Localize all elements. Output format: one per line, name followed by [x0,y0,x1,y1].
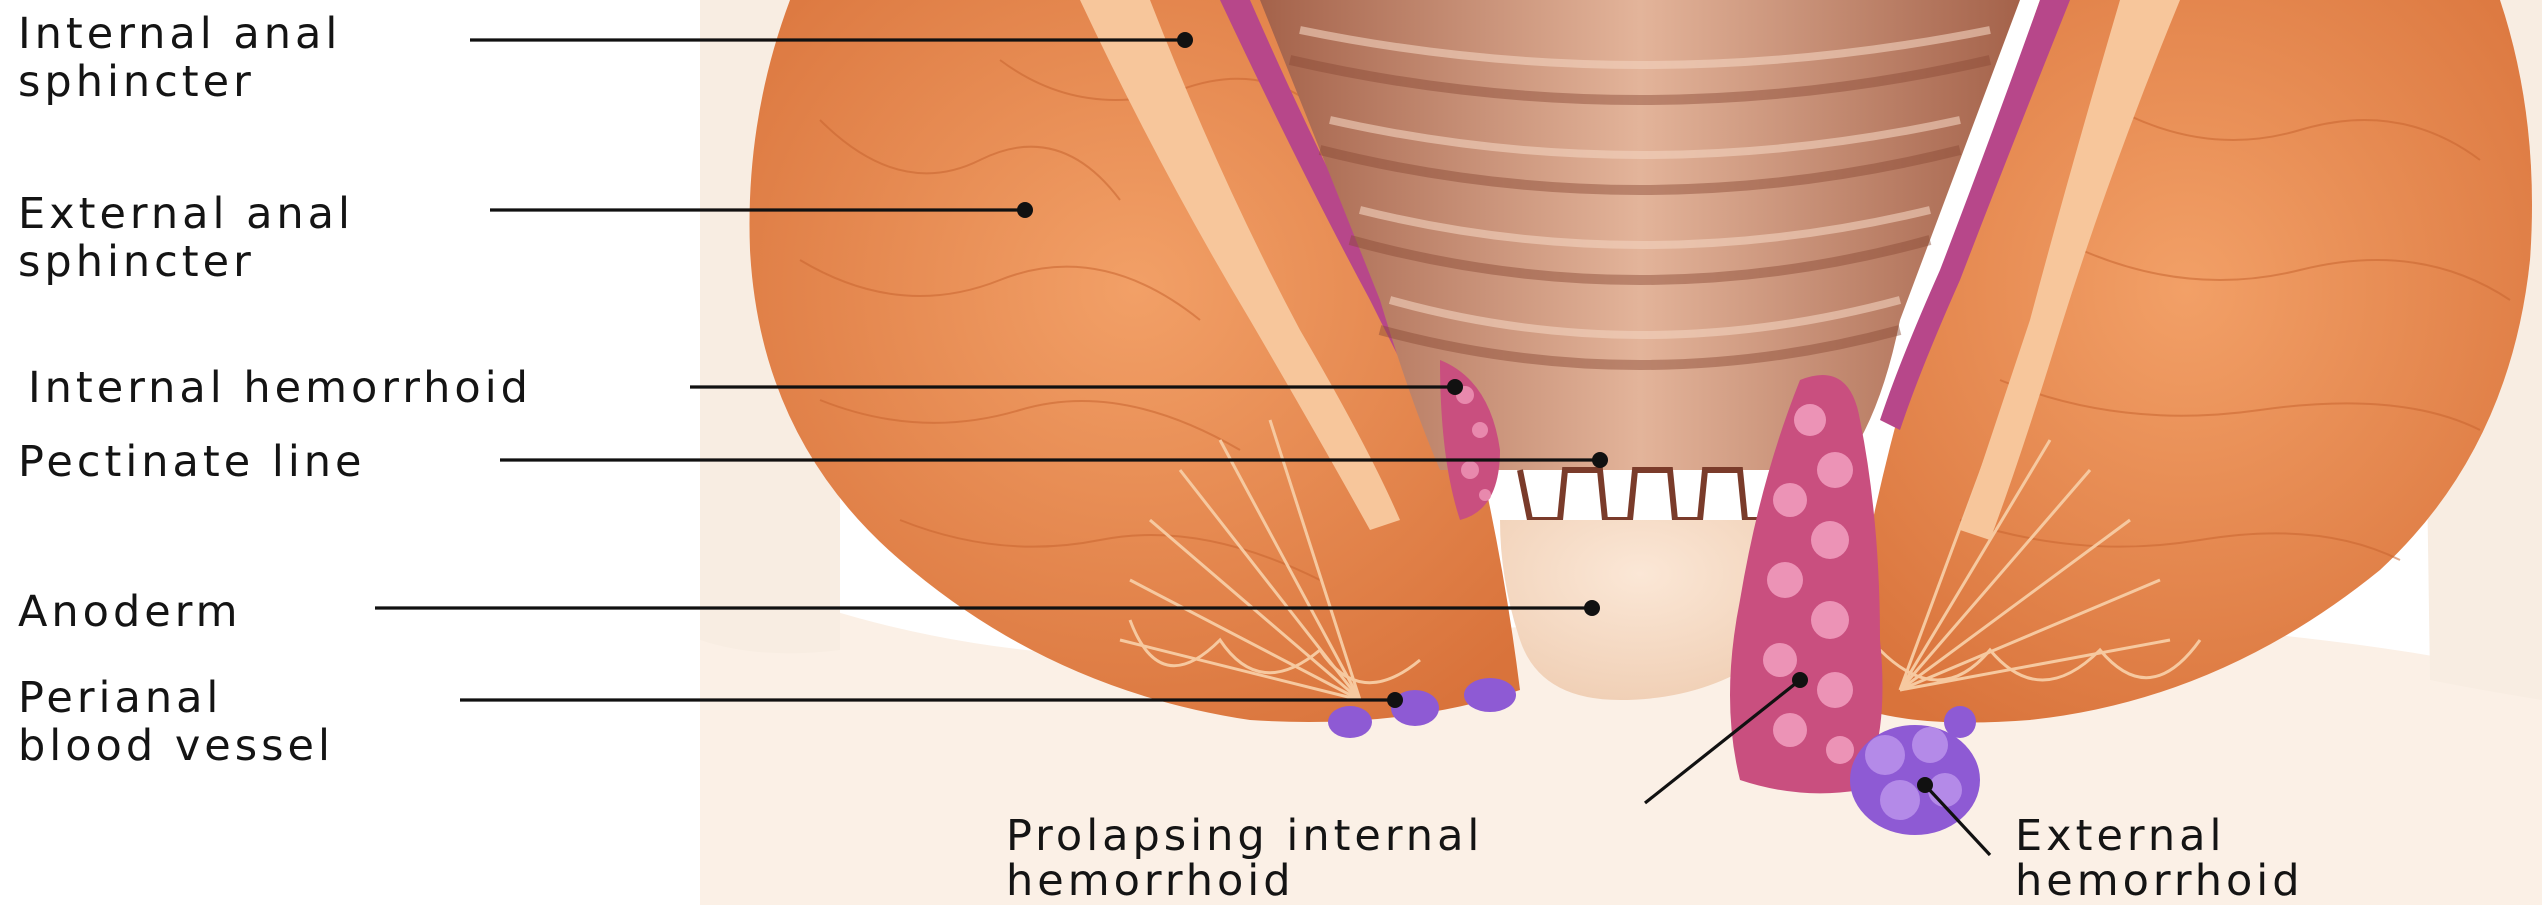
label-external-hemorrhoid-line2: hemorrhoid [2015,856,2304,905]
dot-internal-anal-sphincter [1177,32,1193,48]
label-internal-anal-sphincter-line1: Internal anal [18,9,341,59]
label-external-hemorrhoid-line1: External [2015,811,2225,861]
dot-perianal-blood-vessel [1387,692,1403,708]
dot-internal-hemorrhoid [1447,379,1463,395]
label-prolapsing-internal-hemorrhoid-line1: Prolapsing internal [1006,811,1483,861]
dot-external-anal-sphincter [1017,202,1033,218]
dot-anoderm [1584,600,1600,616]
label-perianal-blood-vessel-line1: Perianal [18,673,222,723]
label-perianal-blood-vessel-line2: blood vessel [18,721,334,771]
label-external-anal-sphincter-line1: External anal [18,189,354,239]
label-anoderm: Anoderm [18,587,242,637]
label-internal-hemorrhoid: Internal hemorrhoid [28,363,532,413]
label-external-anal-sphincter-line2: sphincter [18,237,255,287]
dot-pectinate-line [1592,452,1608,468]
label-prolapsing-internal-hemorrhoid-line2: hemorrhoid [1006,856,1295,905]
dot-external-hemorrhoid [1917,777,1933,793]
dot-prolapsing-internal-hemorrhoid [1792,672,1808,688]
label-pectinate-line: Pectinate line [18,437,366,487]
label-internal-anal-sphincter-line2: sphincter [18,57,255,107]
